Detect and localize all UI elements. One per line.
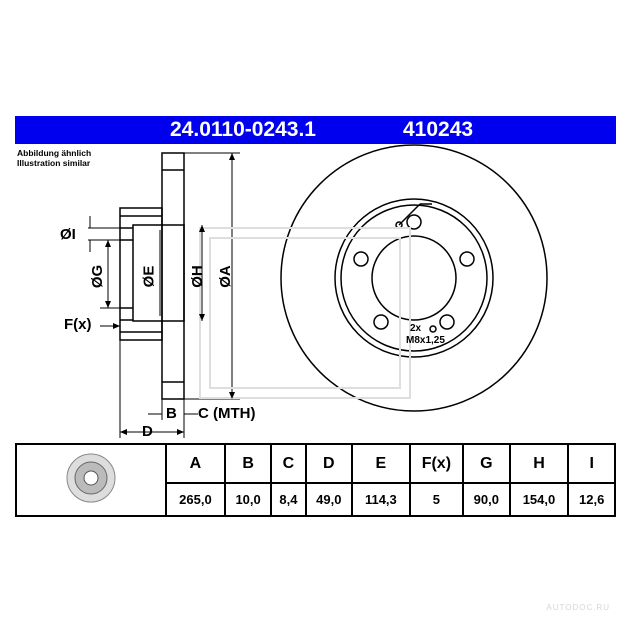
dim-A-label: ØA xyxy=(216,265,234,288)
title-bar: 24.0110-0243.1 410243 xyxy=(15,116,616,144)
table-header-cell: I xyxy=(567,443,616,484)
dim-B-label: B xyxy=(166,405,177,422)
disc-thumbnail xyxy=(15,443,167,517)
table-value-row: 265,0 10,0 8,4 49,0 114,3 5 90,0 154,0 1… xyxy=(16,482,616,517)
table-value-cell: 12,6 xyxy=(567,482,616,517)
dim-I-label: ØI xyxy=(60,226,76,243)
table-value-cell: 8,4 xyxy=(270,482,307,517)
thread-count-label: 2x xyxy=(410,323,422,334)
table-value-cell: 114,3 xyxy=(351,482,411,517)
dim-F-label: F(x) xyxy=(64,316,92,333)
dimension-table: A B C D E F(x) G H I 265,0 10,0 8,4 49,0… xyxy=(15,443,616,517)
table-value-cell: 49,0 xyxy=(304,482,354,517)
thread-size-label: M8x1,25 xyxy=(406,335,445,346)
part-number: 24.0110-0243.1 xyxy=(170,118,316,141)
ate-logo-watermark xyxy=(199,227,411,399)
dim-E-label: ØE xyxy=(140,265,158,288)
table-header-row: A B C D E F(x) G H I xyxy=(15,443,616,517)
front-view xyxy=(280,144,548,412)
dim-C-label: C (MTH) xyxy=(198,405,256,422)
side-section-view xyxy=(119,152,185,400)
table-header-cell: G xyxy=(462,443,511,484)
table-header-cell: A xyxy=(165,443,226,484)
table-value-cell: 90,0 xyxy=(462,482,511,517)
table-header-cell: C xyxy=(270,443,307,484)
note-line-en: Illustration similar xyxy=(17,158,91,168)
table-header-cell: B xyxy=(223,443,273,484)
autodoc-watermark: AUTODOC.RU xyxy=(546,603,610,612)
table-value-cell: 265,0 xyxy=(165,482,226,517)
note-line-de: Abbildung ähnlich xyxy=(17,148,92,158)
article-code: 410243 xyxy=(403,118,474,141)
dim-G-label: ØG xyxy=(89,264,107,289)
table-value-cell: 5 xyxy=(408,482,465,517)
dimension-lines xyxy=(88,152,240,438)
disc-thumbnail-icon xyxy=(66,453,116,502)
table-value-cell: 10,0 xyxy=(223,482,273,517)
table-header-cell: F(x) xyxy=(408,443,465,484)
table-value-cell: 154,0 xyxy=(508,482,570,517)
table-header-cell: H xyxy=(508,443,570,484)
dim-H-label: ØH xyxy=(188,265,206,288)
table-header-cell: D xyxy=(304,443,354,484)
illustration-note: Abbildung ähnlich Illustration similar xyxy=(17,148,91,168)
table-header-cell: E xyxy=(351,443,411,484)
dim-D-label: D xyxy=(142,423,153,440)
